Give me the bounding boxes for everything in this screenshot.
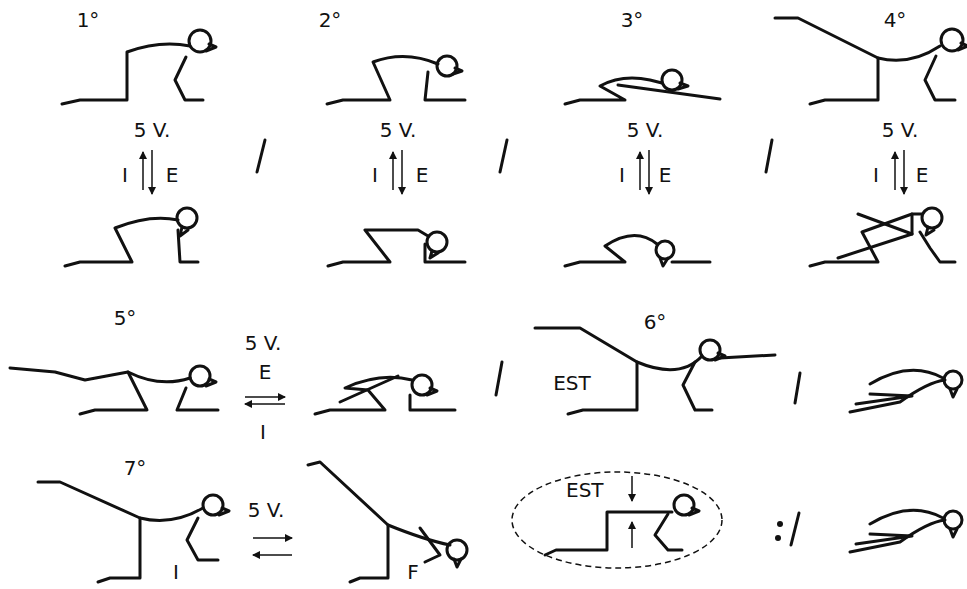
step-label: I — [173, 562, 179, 582]
dashed-ellipse: EST — [510, 470, 724, 570]
step-label: E — [659, 165, 672, 185]
step-label: 3° — [621, 10, 644, 30]
step-label: 5° — [114, 308, 137, 328]
step-label: 7° — [124, 458, 147, 478]
step-label: 5 V. — [134, 120, 171, 140]
step-label: I — [372, 165, 378, 185]
step-label: 5 V. — [380, 120, 417, 140]
step-label: I — [873, 165, 879, 185]
step-label: 5 V. — [248, 500, 285, 520]
step-label: E — [166, 165, 179, 185]
ellipse-label: EST — [566, 480, 604, 500]
step-label: EST — [553, 373, 591, 393]
step-label: 4° — [884, 10, 907, 30]
step-label: E — [416, 165, 429, 185]
step-label: 6° — [644, 312, 667, 332]
step-label: 1° — [77, 10, 100, 30]
step-label: 5 V. — [882, 120, 919, 140]
step-label: I — [619, 165, 625, 185]
step-label: 5 V. — [245, 333, 282, 353]
step-label: I — [122, 165, 128, 185]
step-label: 5 V. — [627, 120, 664, 140]
step-label: E — [916, 165, 929, 185]
step-label: I — [260, 422, 266, 442]
ellipse-outline — [510, 470, 724, 570]
step-label: E — [259, 362, 272, 382]
step-label: 2° — [319, 10, 342, 30]
step-label: F — [407, 562, 419, 582]
